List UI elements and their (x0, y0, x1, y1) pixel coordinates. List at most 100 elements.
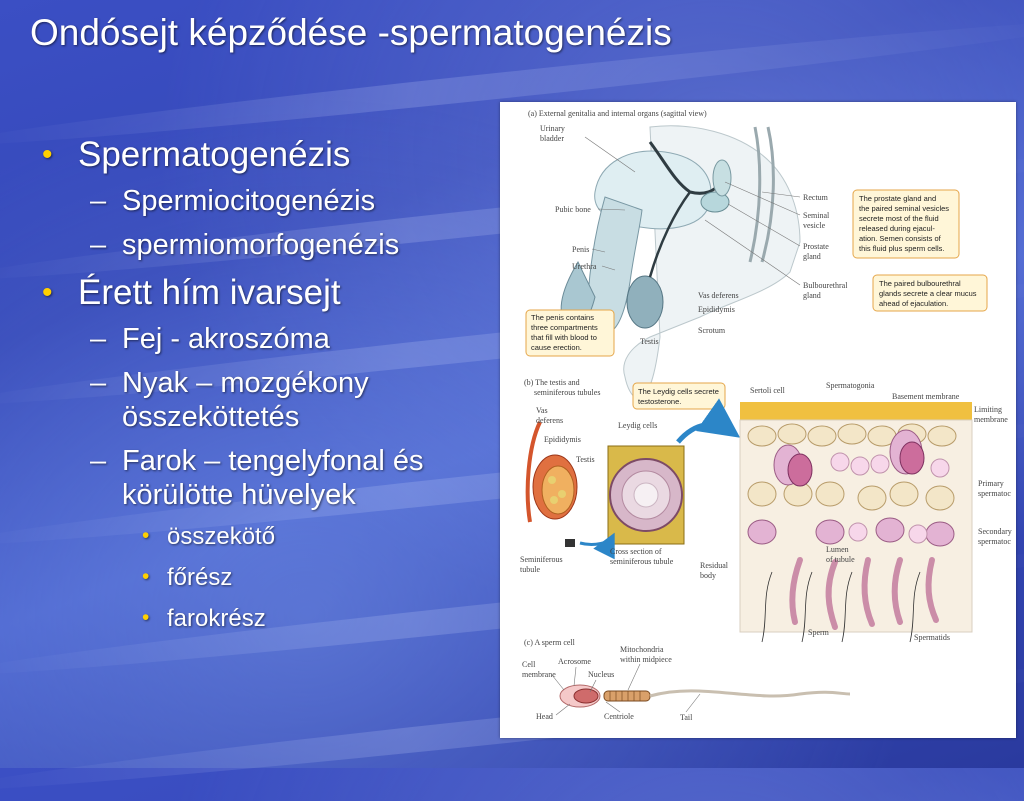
bullet-item: •Érett hím ivarsejt (42, 273, 341, 312)
svg-text:glands secrete a clear mucus: glands secrete a clear mucus (879, 289, 977, 298)
label-primary-spermatocyte: Primary (978, 479, 1004, 488)
label-seminiferous-tubule-2: tubule (520, 565, 540, 574)
svg-text:testosterone.: testosterone. (638, 397, 681, 406)
label-urinary-bladder-2: bladder (540, 134, 564, 143)
label-lumen: Lumen (826, 545, 849, 554)
label-mitochondria: Mitochondria (620, 645, 664, 654)
label-vas-deferens: Vas deferens (698, 291, 739, 300)
label-seminiferous-tubule: Seminiferous (520, 555, 563, 564)
bullet-item: •főrész (142, 564, 233, 591)
label-prostate-gland-2: gland (803, 252, 821, 261)
label-sperm: Sperm (808, 628, 830, 637)
label-cross-section: Cross section of (610, 547, 662, 556)
label-limiting-membrane-2: membrane (974, 415, 1008, 424)
panel-b-caption-2: seminiferous tubules (534, 388, 600, 397)
slide-title: Ondósejt képződése -spermatogenézis (30, 12, 672, 53)
bullet-icon: • (142, 565, 150, 588)
anatomy-figure: (a) External genitalia and internal orga… (500, 102, 1016, 738)
label-b-epididymis: Epididymis (544, 435, 581, 444)
label-cross-section-2: seminiferous tubule (610, 557, 674, 566)
label-acrosome: Acrosome (558, 657, 591, 666)
label-scrotum: Scrotum (698, 326, 726, 335)
bullet-item: •összekötő (142, 523, 276, 550)
label-seminal-vesicle: Seminal (803, 211, 830, 220)
label-secondary-spermatocyte-2: spermatoc (978, 537, 1011, 546)
svg-text:The paired bulbourethral: The paired bulbourethral (879, 279, 961, 288)
bullet-icon: • (142, 606, 150, 629)
svg-text:this fluid plus sperm cells.: this fluid plus sperm cells. (859, 244, 944, 253)
label-testis: Testis (640, 337, 659, 346)
svg-text:that fill with blood to: that fill with blood to (531, 333, 597, 342)
label-urinary-bladder: Urinary (540, 124, 565, 133)
bullet-item: •Spermatogenézis (42, 135, 351, 174)
dash-icon: – (90, 367, 107, 399)
label-penis: Penis (572, 245, 589, 254)
bullet-item: –Farok – tengelyfonal és körülötte hüvel… (90, 445, 424, 511)
label-basement-membrane: Basement membrane (892, 392, 960, 401)
svg-text:The prostate gland and: The prostate gland and (859, 194, 936, 203)
bullet-list: •Spermatogenézis –Spermiocitogenézis –sp… (42, 134, 502, 645)
anatomy-illustration: (a) External genitalia and internal orga… (520, 109, 1012, 722)
label-urethra: Urethra (572, 262, 597, 271)
dash-icon: – (90, 445, 107, 477)
label-mitochondria-2: within midpiece (620, 655, 672, 664)
label-prostate-gland: Prostate (803, 242, 829, 251)
label-residual-body-2: body (700, 571, 716, 580)
panel-a-caption: (a) External genitalia and internal orga… (528, 109, 707, 118)
note-leydig: The Leydig cells secrete testosterone. (632, 382, 726, 410)
note-penis: The penis contains three compartments th… (525, 309, 615, 357)
svg-text:secrete most of the fluid: secrete most of the fluid (859, 214, 939, 223)
label-secondary-spermatocyte: Secondary (978, 527, 1012, 536)
label-sertoli-cell: Sertoli cell (750, 386, 786, 395)
panel-b-caption: (b) The testis and (524, 378, 580, 387)
bullet-item: –Spermiocitogenézis (90, 185, 376, 217)
bullet-item: •farokrész (142, 605, 266, 632)
label-seminal-vesicle-2: vesicle (803, 221, 826, 230)
label-limiting-membrane: Limiting (974, 405, 1002, 414)
label-cell-membrane-2: membrane (522, 670, 556, 679)
label-rectum: Rectum (803, 193, 829, 202)
bullet-item: –spermiomorfogenézis (90, 229, 400, 261)
bullet-icon: • (42, 138, 53, 171)
label-spermatogonia: Spermatogonia (826, 381, 875, 390)
label-b-vas-deferens-2: deferens (536, 416, 563, 425)
label-lumen-2: of tubule (826, 555, 855, 564)
label-epididymis: Epididymis (698, 305, 735, 314)
svg-text:The penis contains: The penis contains (531, 313, 594, 322)
svg-text:the paired seminal vesicles: the paired seminal vesicles (859, 204, 949, 213)
svg-text:three compartments: three compartments (531, 323, 598, 332)
dash-icon: – (90, 229, 107, 261)
note-bulbourethral: The paired bulbourethral glands secrete … (872, 274, 988, 312)
note-prostate: The prostate gland and the paired semina… (852, 189, 960, 259)
bullet-item: –Fej - akroszóma (90, 323, 330, 355)
svg-text:ation. Semen consists of: ation. Semen consists of (859, 234, 942, 243)
dash-icon: – (90, 323, 107, 355)
label-head: Head (536, 712, 553, 721)
panel-c-caption: (c) A sperm cell (524, 638, 576, 647)
seminiferous-epithelium-drawing (739, 402, 973, 643)
dash-icon: – (90, 185, 107, 217)
label-cell-membrane: Cell (522, 660, 536, 669)
label-residual-body: Residual (700, 561, 729, 570)
testis-drawing (525, 421, 578, 547)
tubule-cross-section (607, 445, 685, 545)
label-pubic-bone: Pubic bone (555, 205, 591, 214)
label-spermatids: Spermatids (914, 633, 950, 642)
label-bulbourethral-gland-2: gland (803, 291, 821, 300)
label-leydig-cells: Leydig cells (618, 421, 657, 430)
label-tail: Tail (680, 713, 693, 722)
svg-text:ahead of ejaculation.: ahead of ejaculation. (879, 299, 948, 308)
label-bulbourethral-gland: Bulbourethral (803, 281, 848, 290)
svg-text:The Leydig cells secrete: The Leydig cells secrete (638, 387, 719, 396)
sperm-cell-drawing (559, 684, 851, 708)
bullet-icon: • (142, 524, 150, 547)
svg-text:cause erection.: cause erection. (531, 343, 582, 352)
sagittal-anatomy-drawing (560, 125, 801, 399)
bullet-item: –Nyak – mozgékony összeköttetés (90, 367, 369, 433)
label-nucleus: Nucleus (588, 670, 614, 679)
label-primary-spermatocyte-2: spermatoc (978, 489, 1011, 498)
label-centriole: Centriole (604, 712, 634, 721)
label-b-vas-deferens: Vas (536, 406, 548, 415)
svg-text:released during ejacul-: released during ejacul- (859, 224, 935, 233)
bullet-icon: • (42, 276, 53, 309)
